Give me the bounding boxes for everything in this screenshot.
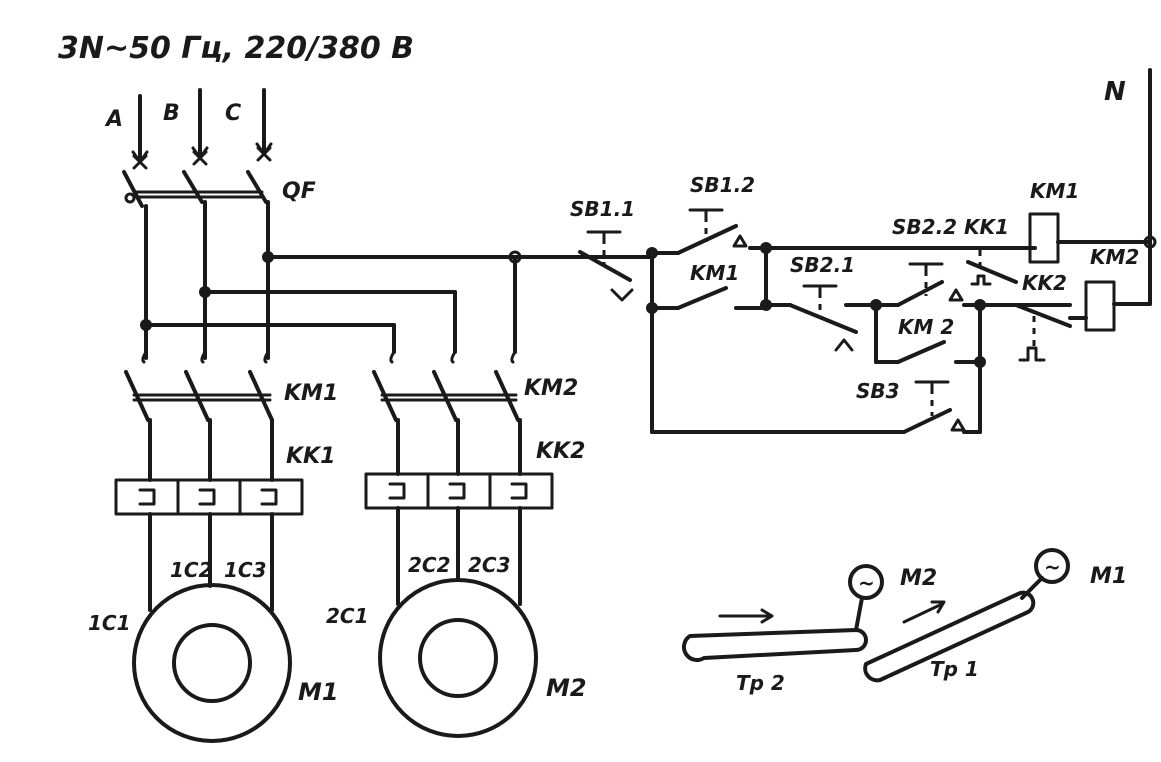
coil-km1-label: KM1 — [1030, 179, 1079, 203]
m1-terminal-3: 1C3 — [224, 558, 267, 582]
sb21-label: SB2.1 — [790, 253, 855, 277]
conveyor-motor2-label: M2 — [900, 566, 937, 591]
kk2-label: KK2 — [536, 439, 585, 464]
m2-terminal-3: 2C3 — [468, 553, 511, 577]
thermal-relay-kk1: KK1 — [114, 444, 335, 516]
m2-terminal-1: 2C1 — [326, 604, 369, 628]
motor-m1: 1C1 1C2 1C3 M1 — [88, 512, 339, 743]
conveyor-motor2-symbol: ~ — [858, 571, 875, 595]
conveyor-motor1-symbol: ~ — [1044, 555, 1061, 579]
m2-terminal-2: 2C2 — [408, 553, 451, 577]
motor1-label: M1 — [298, 678, 339, 706]
kk1-label: KK1 — [286, 444, 335, 469]
conveyor-sketch: ~ M2 Тр 2 ~ M1 Тр 1 — [682, 548, 1127, 695]
qf-label: QF — [282, 179, 316, 204]
conveyor1-label: Тр 1 — [930, 657, 979, 681]
conveyor2-label: Тр 2 — [736, 671, 785, 695]
kk2-aux-label: KK2 — [1022, 271, 1067, 295]
motor2-label: M2 — [546, 674, 587, 702]
contactor-km2-main: KM2 — [372, 370, 578, 476]
supply-label: 3N~50 Гц, 220/380 В — [58, 31, 414, 66]
km2-label: KM2 — [524, 376, 578, 401]
sb3-label: SB3 — [856, 379, 900, 403]
control-circuit: SB1.1 SB1.2 KM1 SB2.1 — [570, 68, 1157, 434]
phase-a-label: A — [104, 107, 123, 132]
km1-aux-label: KM1 — [690, 261, 739, 285]
contactor-km1-main: KM1 — [124, 370, 338, 482]
sb22-label: SB2.2 — [892, 215, 957, 239]
power-buses — [140, 250, 642, 364]
km2-aux-label: KM 2 — [898, 315, 954, 339]
breaker-qf: QF — [122, 170, 316, 360]
neutral-label: N — [1104, 77, 1126, 107]
phase-inputs: A B C — [104, 88, 273, 170]
kk1-aux-label: KK1 — [964, 215, 1009, 239]
conveyor-motor1-label: M1 — [1090, 564, 1127, 589]
m1-terminal-1: 1C1 — [88, 611, 131, 635]
phase-c-label: C — [225, 101, 241, 126]
km1-label: KM1 — [284, 381, 338, 406]
sb11-label: SB1.1 — [570, 197, 635, 221]
coil-km2-label: KM2 — [1090, 245, 1139, 269]
phase-b-label: B — [163, 101, 180, 126]
motor-m2: 2C1 2C2 2C3 M2 — [326, 506, 587, 738]
sb12-label: SB1.2 — [690, 173, 755, 197]
m1-terminal-2: 1C2 — [170, 558, 213, 582]
